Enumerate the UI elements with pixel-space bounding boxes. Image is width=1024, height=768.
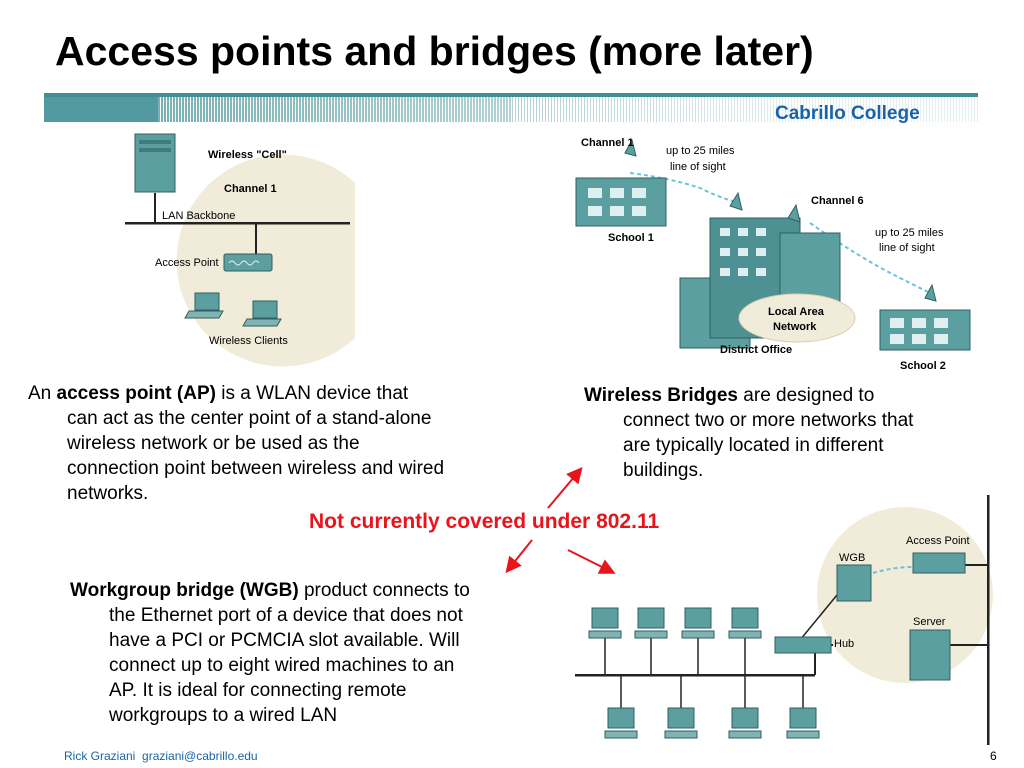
access-point-device-icon [223,253,273,272]
wgb-label: WGB [839,552,865,564]
not-covered-note: Not currently covered under 802.11 [309,510,660,533]
lan-label-line2: Network [773,321,817,333]
ethernet-bus-line [575,674,815,677]
server-label: Server [913,616,946,628]
pointer-arrows [505,466,616,574]
channel6-label: Channel 6 [811,195,864,207]
school1-label: School 1 [608,232,654,244]
desktop-pc-icon [786,676,820,739]
district-office-label: District Office [720,344,792,356]
workgroup-bridge-description: Workgroup bridge (WGB) product connects … [70,580,470,726]
lan-label-line1: Local Area [768,306,825,318]
laptop-icon [184,292,224,319]
wireless-clients-label: Wireless Clients [209,335,288,347]
laptop-icon [242,300,282,327]
lan-backbone-label: LAN Backbone [162,210,235,222]
desktop-pc-icon [634,607,668,675]
range2-line1: up to 25 miles [875,227,944,239]
workgroup-bridge-term: Workgroup bridge (WGB) [70,580,299,601]
access-point-label: Access Point [155,257,219,269]
lan-backbone-line [125,222,350,225]
school2-label: School 2 [900,360,946,372]
access-point-diagram: Wireless "Cell" Channel 1 LAN Backbone A… [125,133,355,367]
author-name: Rick Graziani [64,749,136,763]
slide-title: Access points and bridges (more later) [55,28,814,74]
footer-author: Rick Graziani graziani@cabrillo.edu [64,749,258,763]
school-building-icon [575,177,667,227]
page-number: 6 [990,749,997,763]
hub-label: Hub [834,638,854,650]
arrow-to-bridges [547,466,583,509]
dish-antenna-icon [624,138,637,157]
access-point-device-icon [912,552,966,574]
lan-cloud-icon [738,293,856,343]
desktop-pc-icon [664,676,698,739]
radio-link-1 [629,172,741,204]
range1-line2: line of sight [670,161,726,173]
arrow-to-wgb-diagram [567,549,616,574]
wireless-bridges-term: Wireless Bridges [584,385,739,406]
dish-antenna-icon [924,283,937,302]
desktop-pc-icon [728,607,762,675]
hub-device-icon [774,636,832,654]
channel1-label: Channel 1 [581,137,634,149]
wgb-device-icon [836,564,872,602]
wireless-bridges-diagram: Channel 1 up to 25 miles line of sight S… [575,137,971,372]
dish-antenna-icon [787,203,801,223]
server-tower-icon [134,133,176,193]
header-banner [44,93,978,122]
range1-line1: up to 25 miles [666,145,735,157]
server-tower-icon [909,629,951,681]
desktop-pc-icon [588,607,622,675]
desktop-pc-icon [604,676,638,739]
arrow-to-wgb-text [505,539,533,574]
workgroup-bridge-diagram: WGB Access Point Hub Server [575,495,993,745]
channel-label: Channel 1 [224,183,277,195]
access-point-description: An access point (AP) is a WLAN device th… [28,383,445,504]
wireless-cell-label: Wireless "Cell" [208,149,287,161]
dish-antenna-icon [729,191,743,211]
wgb-access-point-label: Access Point [906,535,970,547]
range2-line2: line of sight [879,242,935,254]
desktop-pc-icon [681,607,715,675]
desktop-pc-icon [728,676,762,739]
author-email[interactable]: graziani@cabrillo.edu [142,749,258,763]
access-point-term: access point (AP) [56,383,216,404]
college-logo-text: Cabrillo College [775,103,920,124]
wireless-link [872,566,914,574]
school-building-icon [879,309,971,351]
wireless-bridges-description: Wireless Bridges are designed to connect… [584,385,914,481]
